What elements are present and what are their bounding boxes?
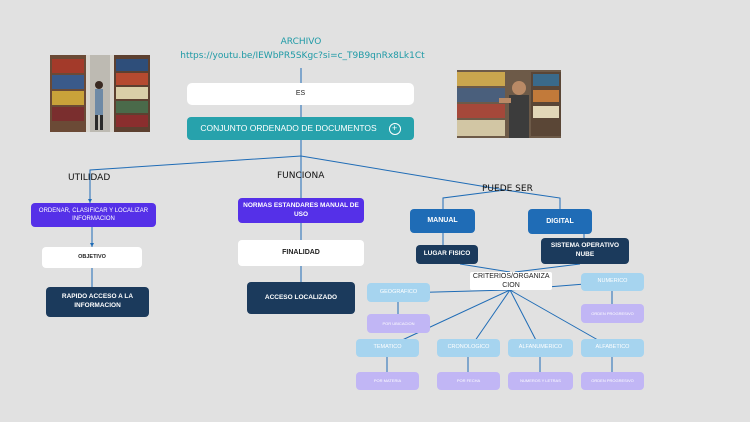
node-orden-progresivo-2-label: ORDEN PROGRESIVO: [591, 378, 634, 384]
node-manual[interactable]: MANUAL: [410, 209, 475, 233]
node-digital[interactable]: DIGITAL: [528, 209, 592, 234]
node-numeros-letras-label: NUMEROS Y LETRAS: [520, 378, 561, 384]
connector-puede-ser: [300, 155, 506, 191]
node-rapido-label: RAPIDO ACCESO A LA INFORMACION: [61, 293, 134, 309]
node-rapido[interactable]: RAPIDO ACCESO A LA INFORMACION: [46, 287, 149, 317]
librarian-photo-icon: [457, 70, 561, 138]
node-tematico[interactable]: TEMATICO: [356, 339, 419, 357]
node-lugar-label: LUGAR FISICO: [423, 250, 471, 258]
node-numeros-letras[interactable]: NUMEROS Y LETRAS: [508, 372, 573, 390]
node-normas[interactable]: NORMAS ESTANDARES MANUAL DE USO: [238, 198, 364, 223]
node-numerico-label: NUMERICO: [597, 278, 628, 285]
node-por-fecha[interactable]: POR FECHA: [437, 372, 500, 390]
node-objetivo-label: OBJETIVO: [78, 253, 106, 260]
branch-utilidad[interactable]: UTILIDAD: [68, 173, 111, 183]
node-objetivo[interactable]: OBJETIVO: [42, 247, 142, 268]
node-orden-progresivo-2[interactable]: ORDEN PROGRESIVO: [581, 372, 644, 390]
node-es-label: ES: [295, 90, 306, 98]
node-orden-progresivo-1[interactable]: ORDEN PROGRESIVO: [581, 304, 644, 323]
node-finalidad[interactable]: FINALIDAD: [238, 240, 364, 266]
node-por-fecha-label: POR FECHA: [456, 378, 481, 384]
node-acceso[interactable]: ACCESO LOCALIZADO: [247, 282, 355, 314]
bookshelf-photo-icon: [50, 55, 150, 132]
node-ordenar-label: ORDENAR, CLASIFICAR Y LOCALIZAR INFORMAC…: [38, 207, 149, 222]
node-por-materia[interactable]: POR MATERIA: [356, 372, 419, 390]
node-orden-progresivo-1-label: ORDEN PROGRESIVO: [591, 310, 634, 316]
node-alfabetico[interactable]: ALFABETICO: [581, 339, 644, 357]
node-alfabetico-label: ALFABETICO: [595, 344, 630, 351]
node-digital-label: DIGITAL: [546, 217, 574, 225]
node-conjunto[interactable]: CONJUNTO ORDENADO DE DOCUMENTOS +: [187, 117, 414, 140]
node-finalidad-label: FINALIDAD: [282, 249, 320, 257]
node-conjunto-label: CONJUNTO ORDENADO DE DOCUMENTOS: [200, 122, 377, 133]
node-cronologico[interactable]: CRONOLOGICO: [437, 339, 500, 357]
connector-utilidad: [89, 155, 302, 203]
node-por-ubicacion-label: POR UBICACION: [382, 320, 415, 326]
node-alfanumerico[interactable]: ALFANUMERICO: [508, 339, 573, 357]
node-alfanumerico-label: ALFANUMERICO: [518, 344, 563, 351]
node-criterios[interactable]: CRITERIOS/ORGANIZA CION: [470, 272, 552, 290]
branch-puede-ser[interactable]: PUEDE SER: [482, 184, 533, 194]
video-link[interactable]: https://youtu.be/IEWbPR5SKgc?si=c_T9B9qn…: [180, 51, 425, 61]
node-tematico-label: TEMATICO: [373, 344, 402, 351]
node-ordenar[interactable]: ORDENAR, CLASIFICAR Y LOCALIZAR INFORMAC…: [31, 203, 156, 227]
node-por-materia-label: POR MATERIA: [373, 378, 402, 384]
add-circle-icon[interactable]: +: [388, 122, 401, 135]
node-manual-label: MANUAL: [427, 217, 458, 225]
branch-funciona[interactable]: FUNCIONA: [277, 171, 325, 181]
node-geografico[interactable]: GEOGRAFICO: [367, 283, 430, 302]
node-por-ubicacion[interactable]: POR UBICACION: [367, 314, 430, 333]
node-sistema-label: SISTEMA OPERATIVO NUBE: [550, 242, 620, 258]
node-sistema[interactable]: SISTEMA OPERATIVO NUBE: [541, 238, 629, 264]
node-geografico-label: GEOGRAFICO: [379, 288, 418, 295]
node-lugar[interactable]: LUGAR FISICO: [416, 245, 478, 264]
archivo-label: ARCHIVO: [280, 37, 322, 47]
node-cronologico-label: CRONOLOGICO: [447, 344, 490, 351]
node-es[interactable]: ES: [187, 83, 414, 105]
node-criterios-label: CRITERIOS/ORGANIZA CION: [472, 272, 550, 289]
node-normas-label: NORMAS ESTANDARES MANUAL DE USO: [243, 201, 359, 218]
node-acceso-label: ACCESO LOCALIZADO: [264, 293, 338, 301]
node-numerico[interactable]: NUMERICO: [581, 273, 644, 291]
